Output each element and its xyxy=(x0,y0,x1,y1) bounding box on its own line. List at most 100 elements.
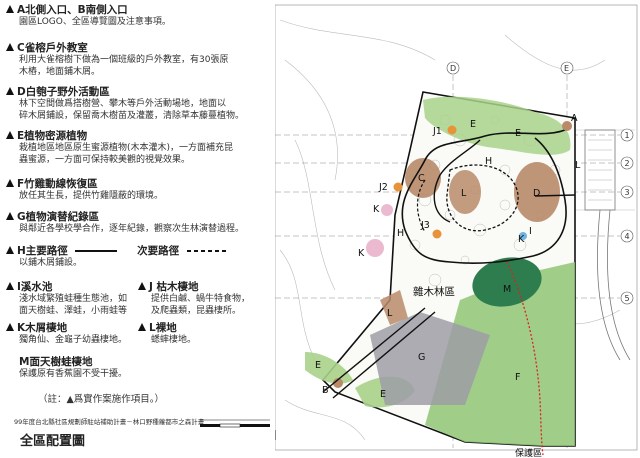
legend-desc: 蟲蜜源，一方面可保持較美觀的視覺效果。 xyxy=(19,154,191,165)
legend-head: K木屑棲地 xyxy=(17,322,68,334)
legend-head: 次要路徑 xyxy=(137,245,180,257)
grid-col-label: E xyxy=(564,64,569,73)
label-e: E xyxy=(515,128,521,139)
label-k: K xyxy=(358,248,365,259)
label-f: F xyxy=(515,372,520,383)
label-c: C xyxy=(418,173,425,184)
area-l-south xyxy=(380,290,408,325)
area-k-north xyxy=(381,204,393,216)
area-labels: A B C D E E E E F G H H I J1 J2 J3 K K K… xyxy=(315,113,581,400)
grid-col-label: D xyxy=(450,64,456,73)
legend-desc: 園區LOGO、全區導覽圖及注意事項。 xyxy=(19,17,171,27)
label-d: D xyxy=(533,188,540,199)
legend-head: M面天樹蛙棲地 xyxy=(19,356,93,368)
label-e: E xyxy=(315,360,321,371)
legend-item-pond: I溪水池 淺水域繁殖蛙種生態池，如 面天樹蛙、澤蛙，小雨蛙等 xyxy=(6,281,272,317)
triangle-icon xyxy=(6,179,14,187)
legend-item-m: M面天樹蛙棲地 保護原有香蕉園不受干擾。 xyxy=(6,356,272,381)
legend-desc: 及爬蟲類，昆蟲棲所。 xyxy=(151,305,242,316)
label-h: H xyxy=(397,228,404,239)
label-i: I xyxy=(529,226,532,237)
triangle-icon xyxy=(6,87,14,95)
label-k: K xyxy=(518,234,525,245)
legend-desc: 木樁，地面鋪木屑。 xyxy=(19,66,101,77)
legend-head: D白匏子野外活動區 xyxy=(17,86,110,98)
area-m xyxy=(472,257,542,307)
grid-labels: 1 2 3 4 5 D E xyxy=(446,61,634,305)
label-j1: J1 xyxy=(432,126,442,137)
legend-item-g: G植物演替紀錄區 與鄰近各學校學合作，逐年紀錄，觀察次生林演替過程。 xyxy=(6,211,272,236)
legend-panel: A北側入口、B南側入口 園區LOGO、全區導覽圖及注意事項。 C雀榕戶外教室 利… xyxy=(0,0,302,458)
legend-item-f: F竹雞動線恢復區 放任其生長，提供竹雞隱蔽的環境。 xyxy=(6,178,272,203)
legend-item-j: J 枯木棲地 提供白鹹、蝸牛特食物， 及爬蟲類，昆蟲棲所。 xyxy=(138,281,272,317)
site-plan-map: 1 2 3 4 5 D E xyxy=(275,4,638,458)
legend-item-e: E植物密源植物 栽植地區地區原生蜜源植物(木本灌木)，一方面補充昆 蟲蜜源，一方… xyxy=(6,130,272,166)
area-e-north xyxy=(423,96,571,155)
area-e-south-west xyxy=(305,352,353,384)
legend-item-d: D白匏子野外活動區 林下空間做爲搭樹營、攀木等戶外活動場地，地面以 碎木屑鋪設，… xyxy=(6,86,272,122)
label-h: H xyxy=(485,156,492,167)
main-path xyxy=(401,127,571,264)
legend-desc: 與鄰近各學校學合作，逐年紀錄，觀察次生林演替過程。 xyxy=(19,224,245,234)
forest-label: 雜木林區 xyxy=(413,285,455,298)
secondary-path-line-icon xyxy=(186,250,227,252)
grid-row-label: 4 xyxy=(625,232,630,241)
boundary-line-sw xyxy=(322,307,426,393)
triangle-icon xyxy=(138,282,146,290)
legend-desc: 蟋蟀棲地。 xyxy=(151,335,197,345)
area-k-west xyxy=(366,239,384,257)
legend-head: C雀榕戶外教室 xyxy=(17,42,88,54)
legend-item-k: K木屑棲地 獨角仙、金龜子幼蟲棲地。 xyxy=(6,322,272,347)
label-j2: J2 xyxy=(378,182,388,193)
grid-row-label: 2 xyxy=(625,159,630,168)
legend-desc: 淺水域繁殖蛙種生態池，如 xyxy=(19,294,128,304)
boundary-line-sw-2 xyxy=(332,311,436,399)
legend-head: H主要路徑 xyxy=(17,245,68,257)
area-i-pond xyxy=(519,232,527,240)
legend-desc: 放任其生長，提供竹雞隱蔽的環境。 xyxy=(19,191,164,201)
main-path-line-icon xyxy=(75,250,118,252)
legend-desc: 獨角仙、金龜子幼蟲棲地。 xyxy=(19,335,128,345)
area-c xyxy=(405,158,441,198)
legend-head: G植物演替紀錄區 xyxy=(17,211,100,223)
legend-head: J 枯木棲地 xyxy=(149,281,199,293)
label-k: K xyxy=(373,204,380,215)
area-l-center xyxy=(449,170,481,214)
triangle-icon xyxy=(6,131,14,139)
marker-j2 xyxy=(393,182,403,192)
legend-desc: 栽植地區地區原生蜜源植物(木本灌木)，一方面補充昆 xyxy=(19,143,234,153)
track-hatch xyxy=(588,139,612,201)
marker-j3 xyxy=(432,229,442,239)
label-l: L xyxy=(461,188,467,199)
legend-item-ab: A北側入口、B南側入口 園區LOGO、全區導覽圖及注意事項。 xyxy=(6,4,272,29)
secondary-path xyxy=(446,164,519,232)
legend-head: F竹雞動線恢復區 xyxy=(17,178,98,190)
scale-bar xyxy=(200,419,270,428)
triangle-icon xyxy=(138,323,146,331)
label-j3: J3 xyxy=(420,220,430,231)
label-g: G xyxy=(418,352,425,363)
main-path-branch xyxy=(433,139,481,223)
grid-row-label: 5 xyxy=(625,294,630,303)
legend-desc: 利用大雀榕樹下做為一個班級的戶外教室，有30張原 xyxy=(19,55,229,65)
road-curve xyxy=(596,209,621,361)
marker-entrance-a xyxy=(562,121,572,131)
legend-item-c: C雀榕戶外教室 利用大雀榕樹下做為一個班級的戶外教室，有30張原 木樁，地面鋪木… xyxy=(6,42,272,78)
legend-item-l: L裸地 蟋蟀棲地。 xyxy=(138,322,272,347)
label-b: B xyxy=(322,385,329,396)
road-curve xyxy=(606,209,631,361)
legend-desc: 林下空間做爲搭樹營、攀木等戶外活動場地，地面以 xyxy=(19,99,227,109)
triangle-icon xyxy=(6,212,14,220)
label-m: M xyxy=(503,284,511,295)
triangle-icon xyxy=(6,282,14,290)
legend-head: E植物密源植物 xyxy=(17,130,88,142)
legend-head: A北側入口、B南側入口 xyxy=(17,4,128,16)
triangle-icon xyxy=(6,246,14,254)
main-path-east xyxy=(534,194,576,197)
label-e: E xyxy=(380,389,386,400)
legend-desc: 以鋪木屑鋪設。 xyxy=(19,258,83,268)
secondary-path-west xyxy=(416,179,426,233)
plan-subtitle: 99年度台北縣社區規劃師駐站補助計畫－林口野種蘿都市之森計畫 xyxy=(14,418,205,426)
legend-item-paths: H主要路徑 次要路徑 以鋪木屑鋪設。 xyxy=(6,245,272,270)
label-e: E xyxy=(470,119,476,130)
